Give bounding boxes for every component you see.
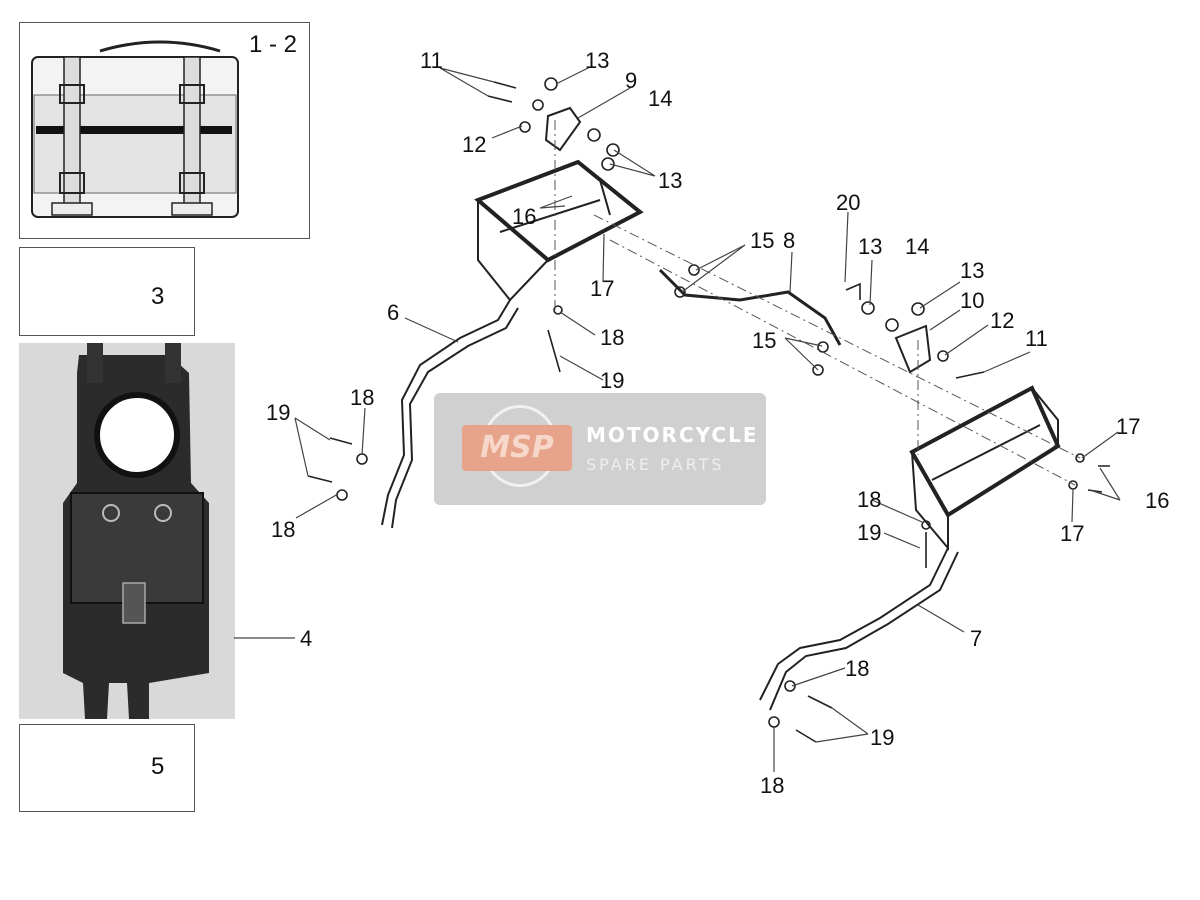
callout-13-mid: 13: [658, 168, 682, 193]
crossbar-part-8: [658, 268, 842, 346]
callout-14-top: 14: [648, 86, 672, 111]
callout-16-left: 16: [512, 204, 536, 229]
callout-15-right: 15: [752, 328, 776, 353]
callout-4: 4: [300, 626, 312, 651]
rack-left-part-6: [381, 159, 644, 529]
callout-10: 10: [960, 288, 984, 313]
callout-17-right-bottom: 17: [1060, 521, 1084, 546]
callout-9: 9: [625, 68, 637, 93]
callout-17-right-top: 17: [1116, 414, 1140, 439]
watermark-subtitle: SPARE PARTS: [586, 455, 725, 474]
callout-14-right: 14: [905, 234, 929, 259]
bracket-part-10: [894, 324, 932, 374]
callout-15-mid: 15: [750, 228, 774, 253]
panel-part-5: 5: [19, 724, 195, 812]
panel-label: 5: [151, 753, 165, 780]
callout-19-center: 19: [600, 368, 624, 393]
callout-18-left-top: 18: [350, 385, 374, 410]
panel-label: 3: [151, 283, 165, 310]
panel-saddlebag: 1 - 2: [19, 22, 310, 239]
callout-18-right-top: 18: [857, 487, 881, 512]
callout-17-left: 17: [590, 276, 614, 301]
tank-bag-photo: [19, 343, 235, 719]
callout-12-top: 12: [462, 132, 486, 157]
callout-6: 6: [387, 300, 399, 325]
callout-16-right: 16: [1145, 488, 1169, 513]
callout-18-right-bottom: 18: [760, 773, 784, 798]
callout-11-right: 11: [1025, 326, 1048, 351]
callout-18-center: 18: [600, 325, 624, 350]
panel-label: 1 - 2: [248, 31, 297, 58]
callout-13-right-b: 13: [960, 258, 984, 283]
callout-19-right-bottom: 19: [870, 725, 894, 750]
panel-part-3: 3: [19, 247, 195, 336]
callout-13-top: 13: [585, 48, 609, 73]
watermark-title: MOTORCYCLE: [586, 423, 759, 447]
callout-19-right-top: 19: [857, 520, 881, 545]
callout-13-right-a: 13: [858, 234, 882, 259]
callout-12-right: 12: [990, 308, 1014, 333]
watermark-badge: MSP: [462, 425, 572, 471]
callout-18-right-mid: 18: [845, 656, 869, 681]
callout-20: 20: [836, 190, 860, 215]
tank-bag-illustration: [63, 343, 209, 719]
callout-19-left: 19: [266, 400, 290, 425]
callout-7: 7: [970, 626, 982, 651]
watermark-logo: MSP MOTORCYCLE SPARE PARTS: [434, 393, 766, 505]
saddlebag-illustration: [31, 40, 239, 218]
rack-right-part-7: [759, 385, 1061, 711]
callout-18-left-bottom: 18: [271, 517, 295, 542]
callout-11-top: 11: [420, 48, 443, 73]
bracket-part-9: [544, 106, 582, 152]
callout-8: 8: [783, 228, 795, 253]
